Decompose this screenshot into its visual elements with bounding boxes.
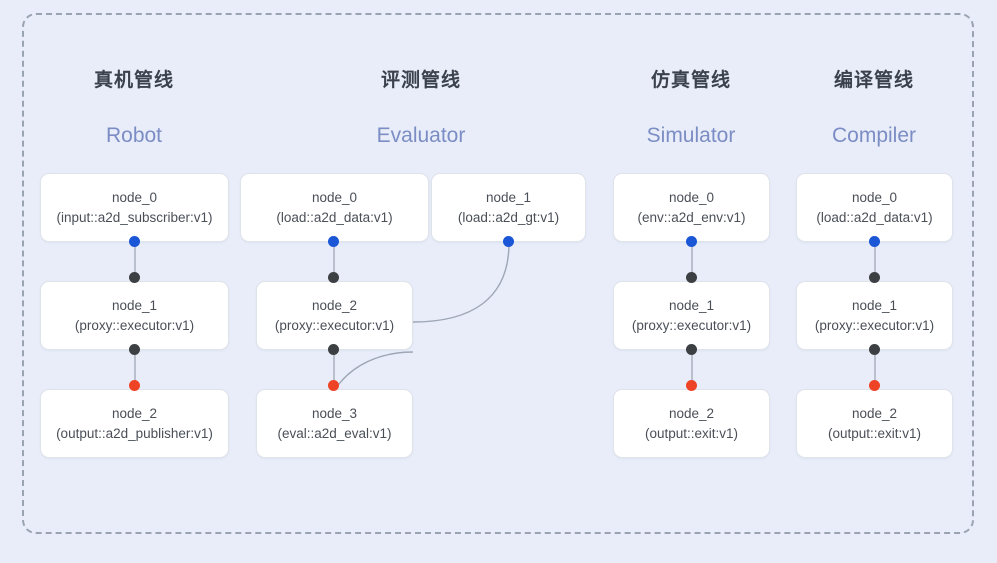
port-out-black-simulator-1[interactable] xyxy=(686,344,697,355)
port-out-blue-simulator-0[interactable] xyxy=(686,236,697,247)
port-out-blue-robot-0[interactable] xyxy=(129,236,140,247)
column-title-cn-evaluator: 评测管线 xyxy=(380,70,461,91)
port-out-black-evaluator-2[interactable] xyxy=(328,344,339,355)
node-box-robot-1[interactable]: node_1 (proxy::executor:v1) xyxy=(40,281,229,350)
node-box-evaluator-3[interactable]: node_3 (eval::a2d_eval:v1) xyxy=(256,389,413,458)
node-name: node_2 xyxy=(851,405,898,421)
port-in-red-robot-2[interactable] xyxy=(129,380,140,391)
node-type: (env::a2d_env:v1) xyxy=(637,209,746,225)
port-in-black-robot-1[interactable] xyxy=(129,272,140,283)
node-name: node_2 xyxy=(111,405,158,421)
edge-compiler-0-1 xyxy=(874,242,876,281)
node-name: node_0 xyxy=(851,189,898,205)
node-type: (proxy::executor:v1) xyxy=(74,317,195,333)
node-box-simulator-0[interactable]: node_0 (env::a2d_env:v1) xyxy=(613,173,770,242)
node-name: node_2 xyxy=(311,297,358,313)
port-in-black-evaluator-2[interactable] xyxy=(328,272,339,283)
port-in-red-simulator-2[interactable] xyxy=(686,380,697,391)
node-type: (load::a2d_gt:v1) xyxy=(457,209,560,225)
node-type: (output::a2d_publisher:v1) xyxy=(56,425,213,441)
node-name: node_3 xyxy=(311,405,358,421)
node-type: (proxy::executor:v1) xyxy=(814,317,935,333)
node-name: node_1 xyxy=(668,297,715,313)
node-type: (eval::a2d_eval:v1) xyxy=(277,425,392,441)
edge-simulator-0-1 xyxy=(691,242,693,281)
node-box-evaluator-0[interactable]: node_0 (load::a2d_data:v1) xyxy=(240,173,429,242)
node-box-simulator-2[interactable]: node_2 (output::exit:v1) xyxy=(613,389,770,458)
port-in-black-compiler-1[interactable] xyxy=(869,272,880,283)
column-title-en-evaluator: Evaluator xyxy=(376,124,466,147)
node-type: (proxy::executor:v1) xyxy=(274,317,395,333)
edge-compiler-1-2 xyxy=(874,350,876,389)
column-title-en-robot: Robot xyxy=(105,124,163,147)
port-in-black-simulator-1[interactable] xyxy=(686,272,697,283)
node-type: (proxy::executor:v1) xyxy=(631,317,752,333)
node-name: node_1 xyxy=(485,189,532,205)
node-type: (load::a2d_data:v1) xyxy=(816,209,933,225)
node-box-compiler-1[interactable]: node_1 (proxy::executor:v1) xyxy=(796,281,953,350)
diagram-dashed-border xyxy=(22,13,974,534)
port-out-blue-evaluator-1[interactable] xyxy=(503,236,514,247)
node-name: node_1 xyxy=(111,297,158,313)
node-type: (output::exit:v1) xyxy=(644,425,739,441)
edge-robot-0-1 xyxy=(134,242,136,281)
column-title-cn-compiler: 编译管线 xyxy=(833,70,914,91)
port-out-black-robot-1[interactable] xyxy=(129,344,140,355)
port-out-blue-evaluator-0[interactable] xyxy=(328,236,339,247)
edge-evaluator-0-2 xyxy=(333,242,335,281)
node-type: (input::a2d_subscriber:v1) xyxy=(56,209,213,225)
node-box-robot-0[interactable]: node_0 (input::a2d_subscriber:v1) xyxy=(40,173,229,242)
node-type: (load::a2d_data:v1) xyxy=(276,209,393,225)
edge-evaluator-2-3 xyxy=(333,350,335,389)
node-box-robot-2[interactable]: node_2 (output::a2d_publisher:v1) xyxy=(40,389,229,458)
edge-simulator-1-2 xyxy=(691,350,693,389)
node-box-evaluator-1[interactable]: node_1 (load::a2d_gt:v1) xyxy=(431,173,586,242)
column-title-en-compiler: Compiler xyxy=(831,124,917,147)
port-out-black-compiler-1[interactable] xyxy=(869,344,880,355)
port-in-red-evaluator-3[interactable] xyxy=(328,380,339,391)
node-name: node_0 xyxy=(111,189,158,205)
node-name: node_1 xyxy=(851,297,898,313)
port-out-blue-compiler-0[interactable] xyxy=(869,236,880,247)
node-box-evaluator-2[interactable]: node_2 (proxy::executor:v1) xyxy=(256,281,413,350)
node-name: node_2 xyxy=(668,405,715,421)
node-box-compiler-2[interactable]: node_2 (output::exit:v1) xyxy=(796,389,953,458)
node-name: node_0 xyxy=(668,189,715,205)
node-box-compiler-0[interactable]: node_0 (load::a2d_data:v1) xyxy=(796,173,953,242)
edge-robot-1-2 xyxy=(134,350,136,389)
column-title-en-simulator: Simulator xyxy=(646,124,736,147)
column-title-cn-simulator: 仿真管线 xyxy=(650,70,731,91)
node-type: (output::exit:v1) xyxy=(827,425,922,441)
node-name: node_0 xyxy=(311,189,358,205)
port-in-red-compiler-2[interactable] xyxy=(869,380,880,391)
column-title-cn-robot: 真机管线 xyxy=(93,70,174,91)
node-box-simulator-1[interactable]: node_1 (proxy::executor:v1) xyxy=(613,281,770,350)
